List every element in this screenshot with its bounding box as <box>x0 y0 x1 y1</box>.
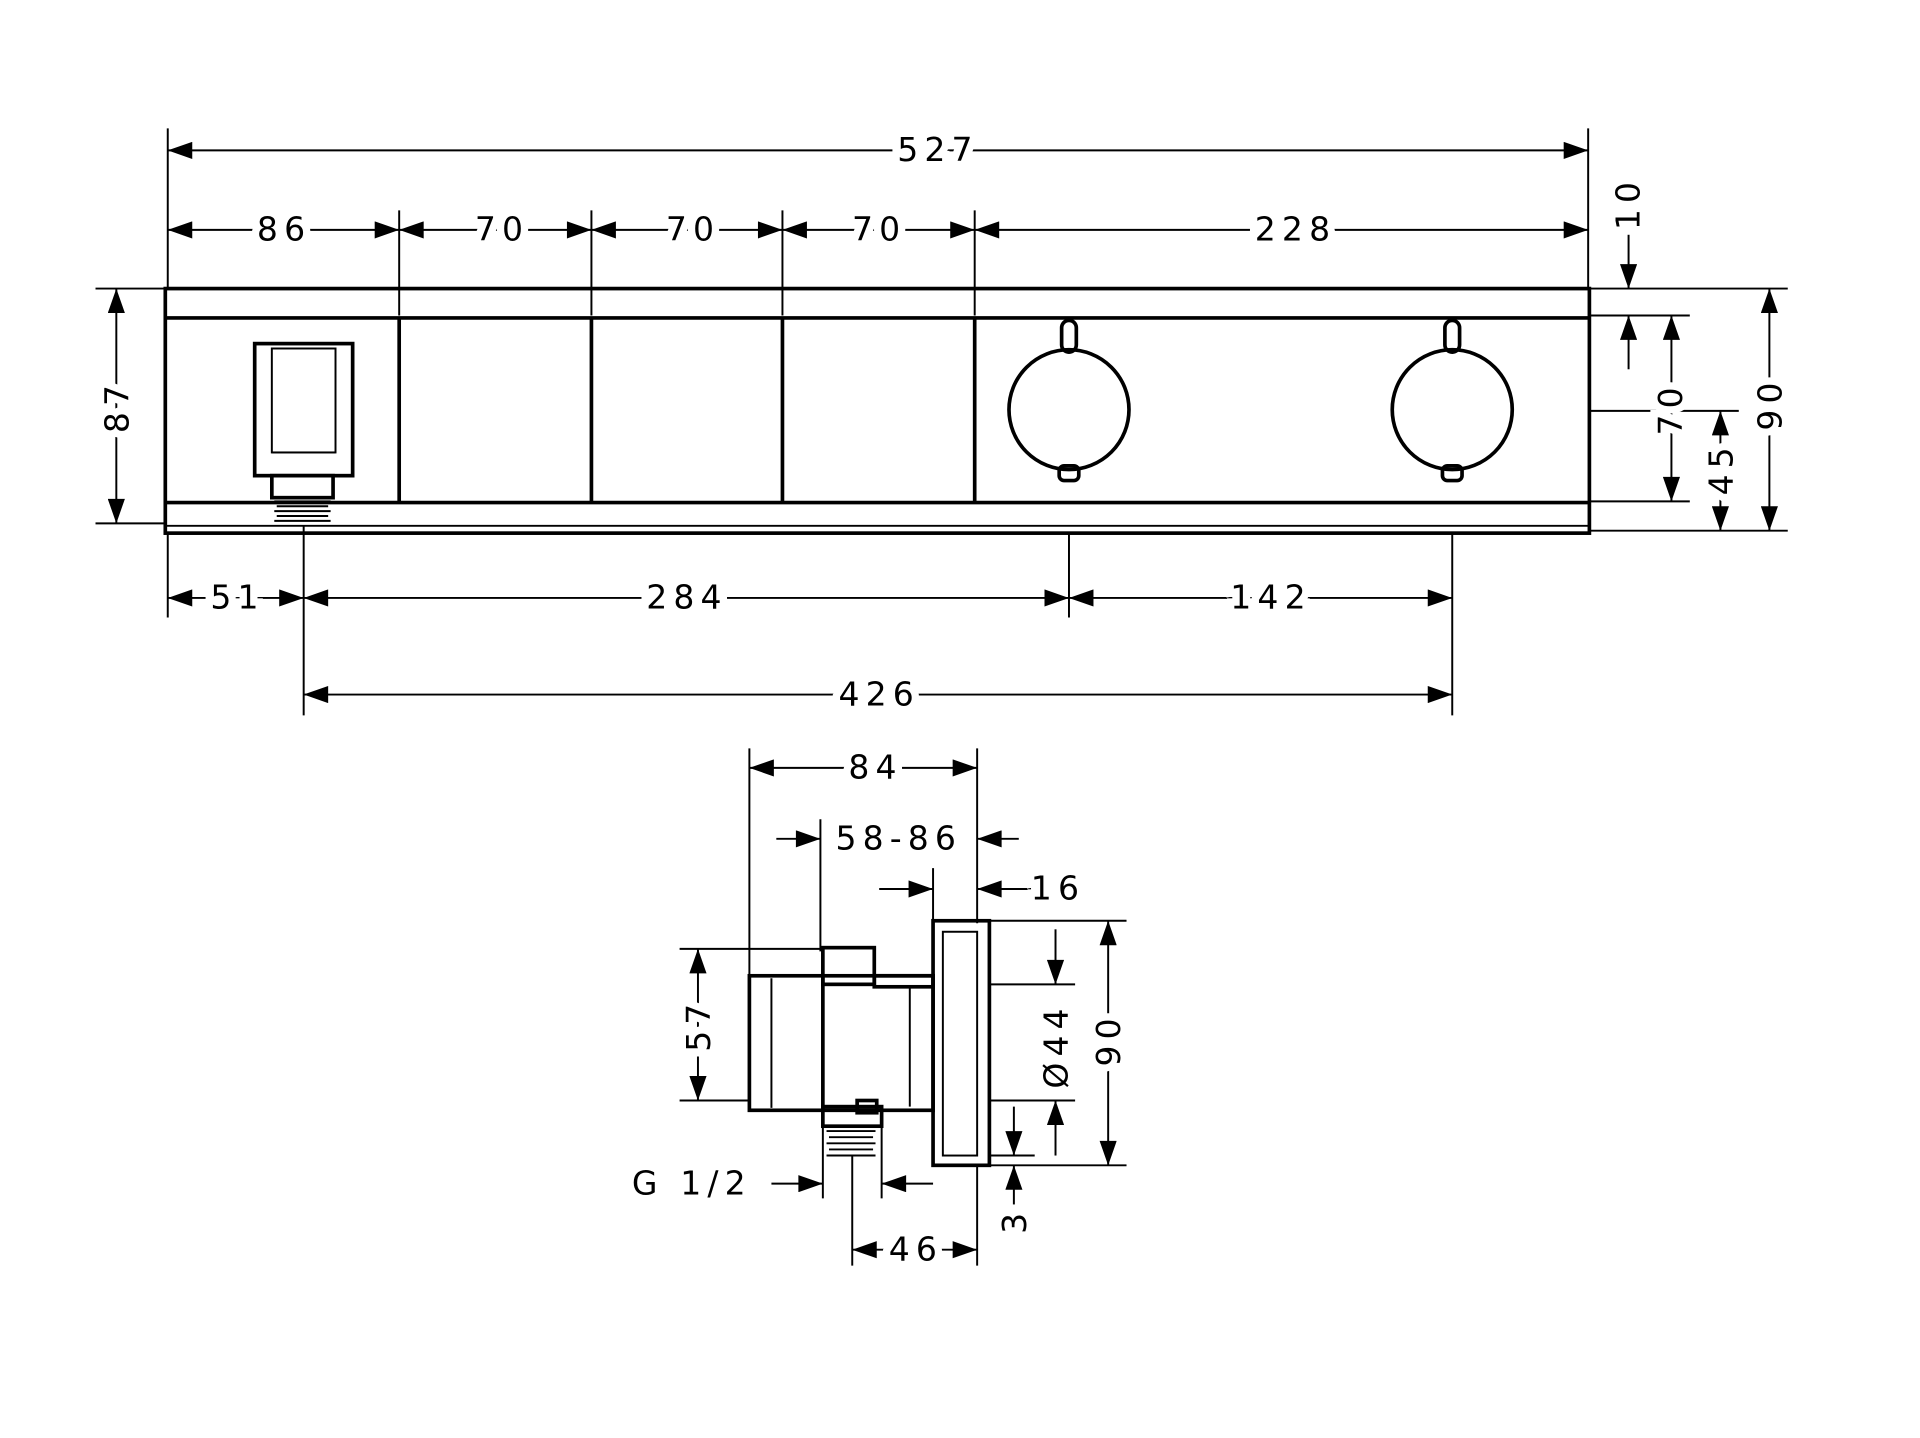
extension-lines <box>95 128 1788 716</box>
dim-segment-5: 228 <box>1255 210 1336 249</box>
dim-outlet-to-knob2: 426 <box>838 674 919 713</box>
dim-install-depth-range: 58-86 <box>835 819 962 858</box>
side-view: 84 58-86 16 57 Ø44 90 3 G 1/2 46 <box>625 740 1136 1275</box>
dim-inner-height: 70 <box>1651 381 1690 435</box>
thermostat-knob-2 <box>1390 318 1515 483</box>
dim-segment-4: 70 <box>852 210 906 249</box>
wall-plate <box>931 918 992 1168</box>
button-dividers <box>397 317 977 503</box>
dim-depth: 84 <box>848 748 902 787</box>
dim-overall-width: 527 <box>897 130 978 169</box>
panel-outline <box>163 286 1592 535</box>
hand-shower-holder <box>252 341 355 522</box>
valve-body <box>747 945 935 1157</box>
thread-label: G 1/2 <box>632 1163 752 1202</box>
dim-knob-diameter: Ø44 <box>1036 1002 1075 1088</box>
dim-segment-3: 70 <box>666 210 720 249</box>
dim-top-offset: 10 <box>1608 176 1647 230</box>
dim-side-overall-height: 90 <box>1089 1012 1128 1066</box>
dim-plate-offset: 3 <box>995 1207 1034 1234</box>
dim-segment-2: 70 <box>475 210 529 249</box>
dim-segment-1: 86 <box>257 210 311 249</box>
dim-body-height: 57 <box>679 998 718 1052</box>
dim-plate-depth: 16 <box>1031 869 1085 908</box>
dim-outlet-to-knob: 284 <box>646 578 727 617</box>
front-view: 527 86 70 70 70 228 87 10 70 45 90 51 28… <box>90 123 1797 721</box>
dim-outlet-depth: 46 <box>889 1229 943 1268</box>
thermostat-knob-1 <box>1007 318 1131 483</box>
dim-knob-spacing: 142 <box>1230 578 1311 617</box>
dim-height-left: 87 <box>97 379 136 433</box>
dim-outlet-offset: 51 <box>210 578 264 617</box>
dim-overall-height: 90 <box>1750 376 1789 430</box>
dim-half-height: 45 <box>1701 441 1740 495</box>
